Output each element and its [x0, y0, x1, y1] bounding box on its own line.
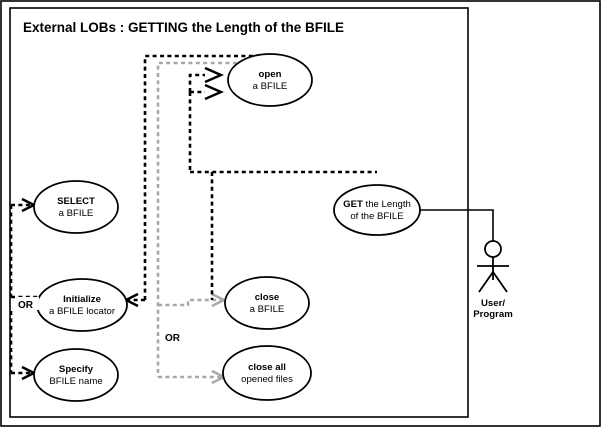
- get-length-bold-part: GET: [343, 199, 363, 210]
- actor-legs-icon: [478, 270, 508, 293]
- arrowhead-open-lower: [204, 83, 224, 101]
- use-case-get-length-line2: of the BFILE: [350, 211, 403, 222]
- get-length-rest: the Length: [363, 199, 411, 210]
- use-case-close-bfile[interactable]: [224, 276, 310, 330]
- arrowhead-close-bfile: [211, 292, 227, 308]
- diagram-title: External LOBs : GETTING the Length of th…: [23, 20, 344, 35]
- use-case-initialize-locator-line2: a BFILE locator: [49, 306, 116, 317]
- or-middle-backing: [164, 330, 186, 343]
- use-case-close-all-line2: opened files: [241, 374, 293, 385]
- black-elbow-open-upper: [188, 73, 205, 92]
- use-case-specify-name[interactable]: [33, 348, 119, 402]
- use-case-open-bfile-line1: open: [259, 69, 282, 80]
- actor-label-line1: User/: [481, 298, 505, 309]
- use-case-specify-name-line2: BFILE name: [49, 376, 102, 387]
- use-case-close-bfile-line2: a BFILE: [250, 304, 285, 315]
- use-case-initialize-locator-line1: Initialize: [63, 294, 101, 305]
- use-case-initialize-locator[interactable]: [36, 278, 128, 332]
- use-case-specify-name-line1: Specify: [59, 364, 94, 375]
- use-case-select-bfile-line2: a BFILE: [59, 208, 94, 219]
- actor-user-program[interactable]: User/ Program: [473, 240, 513, 320]
- use-case-open-bfile[interactable]: [227, 53, 313, 107]
- use-case-close-all[interactable]: [222, 345, 312, 401]
- or-label-left: OR: [18, 300, 34, 311]
- use-case-select-bfile[interactable]: [33, 180, 119, 234]
- use-case-close-all-line1: close all: [248, 362, 286, 373]
- use-case-select-bfile-line1: SELECT: [57, 196, 95, 207]
- actor-label-line2: Program: [473, 309, 512, 320]
- or-left-backing: [17, 297, 39, 310]
- use-case-close-bfile-line1: close: [255, 292, 280, 303]
- black-path-top-left: [143, 54, 273, 300]
- actor-head-icon: [484, 240, 502, 258]
- or-label-middle: OR: [165, 333, 181, 344]
- use-case-get-length-line1: GET the Length: [343, 199, 411, 210]
- gray-trunk-path: [156, 61, 259, 377]
- use-case-open-bfile-line2: a BFILE: [253, 81, 288, 92]
- actor-association-line: [420, 209, 494, 241]
- arrowhead-open-upper: [204, 66, 224, 84]
- gray-branch-close-bfile: [158, 298, 222, 307]
- use-case-get-length[interactable]: [333, 184, 421, 236]
